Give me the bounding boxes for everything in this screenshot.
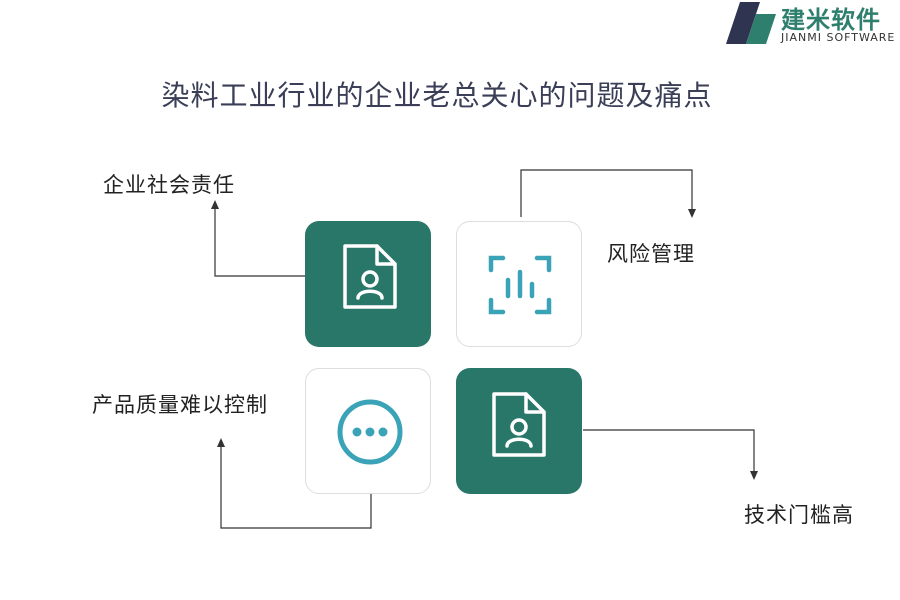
item-label-4: 技术门槛高: [744, 503, 854, 527]
connector-item-1: [214, 208, 305, 277]
brand-logo: 建米软件 JIANMI SOFTWARE: [726, 0, 900, 46]
tile-item-2: [456, 221, 582, 347]
brand-name-cn: 建米软件: [781, 6, 881, 34]
tile-item-1: [305, 221, 431, 347]
connector-item-3: [220, 446, 372, 529]
arrowhead-item-4: [750, 471, 758, 480]
item-label-2: 风险管理: [607, 242, 695, 266]
page-title: 染料工业行业的企业老总关心的问题及痛点: [161, 79, 713, 112]
bar-chart-icon: [488, 255, 552, 315]
document-person-icon: [492, 392, 546, 457]
brand-name-en: JIANMI SOFTWARE: [781, 31, 896, 44]
tile-item-4: [456, 368, 582, 494]
item-label-3: 产品质量难以控制: [92, 393, 268, 417]
arrowhead-item-3: [217, 438, 225, 447]
more-dots-icon: [337, 399, 403, 465]
brand-logo-mark-icon: [726, 2, 776, 44]
connector-item-4: [583, 429, 755, 472]
item-label-1: 企业社会责任: [103, 173, 235, 197]
connector-item-2: [520, 169, 693, 217]
document-person-icon: [343, 244, 397, 309]
arrowhead-item-1: [211, 200, 219, 209]
tile-item-3: [305, 368, 431, 494]
arrowhead-item-2: [688, 209, 696, 218]
